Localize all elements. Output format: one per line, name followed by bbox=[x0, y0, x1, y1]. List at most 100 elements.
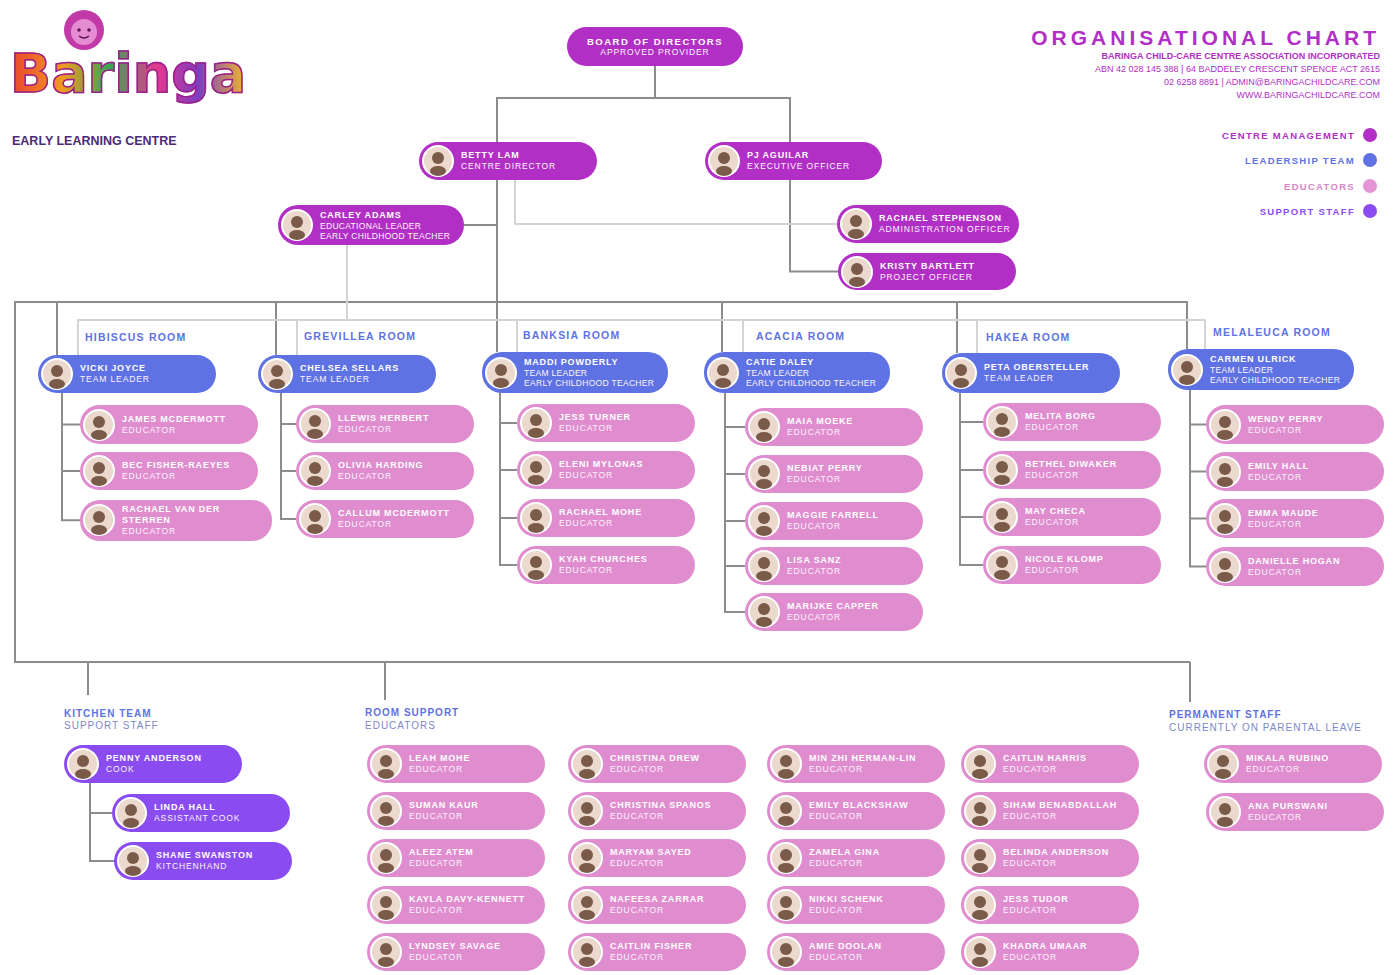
person-name: JESS TURNER bbox=[559, 412, 687, 423]
role-text: EDUCATOR bbox=[1248, 567, 1376, 578]
person-box: CATIE DALEYTEAM LEADEREARLY CHILDHOOD TE… bbox=[704, 352, 890, 393]
photo bbox=[770, 748, 802, 780]
person-name: KAYLA DAVY-KENNETT bbox=[409, 894, 537, 905]
person-name: CALLUM MCDERMOTT bbox=[338, 508, 466, 519]
org-contact: 02 6258 8891 | ADMIN@BARINGACHILDCARE.CO… bbox=[1164, 77, 1380, 87]
role-text: EDUCATOR bbox=[1003, 905, 1131, 916]
role-text: KITCHENHAND bbox=[156, 861, 284, 872]
person-name: CHELSEA SELLARS bbox=[300, 363, 428, 374]
room-heading: HAKEA ROOM bbox=[986, 331, 1071, 343]
role-text: TEAM LEADER bbox=[746, 368, 882, 378]
photo bbox=[485, 357, 517, 389]
role-text: EDUCATOR bbox=[559, 423, 687, 434]
person-box: KHADRA UMAAREDUCATOR bbox=[961, 933, 1139, 971]
photo bbox=[83, 504, 115, 536]
logo-subtitle: EARLY LEARNING CENTRE bbox=[12, 134, 177, 148]
person-name: CHRISTINA SPANOS bbox=[610, 800, 738, 811]
photo bbox=[370, 748, 402, 780]
person-name: BOARD OF DIRECTORS bbox=[587, 36, 723, 47]
person-box: EMILY BLACKSHAWEDUCATOR bbox=[767, 792, 945, 830]
photo bbox=[1209, 551, 1241, 583]
connector bbox=[500, 393, 517, 470]
person-name: CARLEY ADAMS bbox=[320, 210, 456, 221]
person-name: EMILY BLACKSHAW bbox=[809, 800, 937, 811]
person-name: LYNDSEY SAVAGE bbox=[409, 941, 537, 952]
photo bbox=[370, 889, 402, 921]
person-box: MAY CHECAEDUCATOR bbox=[983, 498, 1161, 536]
connector bbox=[1190, 390, 1206, 567]
photo bbox=[117, 845, 149, 877]
person-name: RACHAEL STEPHENSON bbox=[879, 213, 1011, 224]
role-text: EDUCATOR bbox=[338, 519, 466, 530]
person-name: MAGGIE FARRELL bbox=[787, 510, 915, 521]
photo bbox=[964, 795, 996, 827]
connector bbox=[281, 393, 296, 424]
role-text: EDUCATOR bbox=[809, 952, 937, 963]
connector bbox=[500, 393, 517, 565]
person-box: CARMEN ULRICKTEAM LEADEREARLY CHILDHOOD … bbox=[1168, 349, 1354, 390]
legend-text: CENTRE MANAGEMENT bbox=[1222, 130, 1355, 141]
person-box: RACHAEL MOHEEDUCATOR bbox=[517, 499, 695, 537]
photo bbox=[986, 501, 1018, 533]
role-text: EDUCATIONAL LEADER bbox=[320, 221, 456, 231]
person-name: LINDA HALL bbox=[154, 802, 282, 813]
photo bbox=[83, 455, 115, 487]
person-name: JESS TUDOR bbox=[1003, 894, 1131, 905]
person-box: MARIJKE CAPPEREDUCATOR bbox=[745, 593, 923, 631]
room-heading: BANKSIA ROOM bbox=[523, 329, 620, 341]
role-text: EDUCATOR bbox=[610, 858, 738, 869]
person-name: EMILY HALL bbox=[1248, 461, 1376, 472]
person-name: MARIJKE CAPPER bbox=[787, 601, 915, 612]
person-name: MAIA MOEKE bbox=[787, 416, 915, 427]
person-box: CAITLIN FISHEREDUCATOR bbox=[568, 933, 746, 971]
role-text: EDUCATOR bbox=[409, 952, 537, 963]
role-text: CENTRE DIRECTOR bbox=[461, 161, 589, 172]
person-name: DANIELLE HOGAN bbox=[1248, 556, 1376, 567]
photo bbox=[748, 550, 780, 582]
group-subheading: CURRENTLY ON PARENTAL LEAVE bbox=[1169, 722, 1362, 733]
photo bbox=[964, 889, 996, 921]
connector bbox=[500, 393, 517, 423]
role-text: EDUCATOR bbox=[1025, 422, 1153, 433]
connector bbox=[515, 180, 837, 224]
photo bbox=[115, 797, 147, 829]
photo bbox=[986, 454, 1018, 486]
role-text: EARLY CHILDHOOD TEACHER bbox=[746, 378, 882, 388]
role-text: EDUCATOR bbox=[1003, 811, 1131, 822]
person-box: ELENI MYLONASEDUCATOR bbox=[517, 451, 695, 489]
connector bbox=[90, 783, 112, 813]
group-heading: ROOM SUPPORT bbox=[365, 707, 459, 718]
role-text: TEAM LEADER bbox=[984, 373, 1112, 384]
person-box: MAGGIE FARRELLEDUCATOR bbox=[745, 502, 923, 540]
person-box: KRISTY BARTLETTPROJECT OFFICER bbox=[838, 253, 1016, 290]
photo bbox=[67, 748, 99, 780]
person-box: ALEEZ ATEMEDUCATOR bbox=[367, 839, 545, 877]
legend-text: SUPPORT STAFF bbox=[1260, 206, 1355, 217]
role-text: EDUCATOR bbox=[787, 566, 915, 577]
photo bbox=[299, 455, 331, 487]
room-heading: MELALEUCA ROOM bbox=[1213, 326, 1331, 338]
person-box: CHRISTINA DREWEDUCATOR bbox=[568, 745, 746, 783]
person-name: RACHAEL MOHE bbox=[559, 507, 687, 518]
role-text: EDUCATOR bbox=[122, 471, 250, 482]
photo bbox=[964, 842, 996, 874]
photo bbox=[964, 936, 996, 968]
person-name: ANA PURSWANI bbox=[1248, 801, 1376, 812]
photo bbox=[770, 889, 802, 921]
person-box: BEC FISHER-RAEYESEDUCATOR bbox=[80, 452, 258, 490]
person-box: LLEWIS HERBERTEDUCATOR bbox=[296, 405, 474, 443]
person-name: MADDI POWDERLY bbox=[524, 357, 660, 368]
room-heading: HIBISCUS ROOM bbox=[85, 331, 186, 343]
connector bbox=[725, 393, 745, 474]
role-text: COOK bbox=[106, 764, 234, 775]
photo bbox=[1207, 748, 1239, 780]
role-text: EDUCATOR bbox=[610, 811, 738, 822]
photo bbox=[840, 208, 872, 240]
person-name: CAITLIN HARRIS bbox=[1003, 753, 1131, 764]
photo bbox=[41, 358, 73, 390]
connector bbox=[725, 393, 745, 612]
connector bbox=[57, 180, 497, 355]
legend-swatch bbox=[1363, 179, 1377, 193]
photo bbox=[748, 596, 780, 628]
chart-title: ORGANISATIONAL CHART bbox=[1031, 26, 1380, 50]
